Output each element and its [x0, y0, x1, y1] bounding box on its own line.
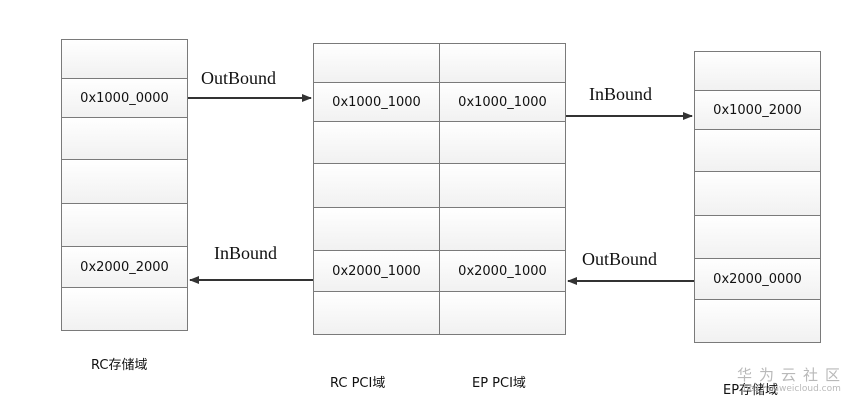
watermark: 华为云社区 bbs.huaweicloud.com [733, 366, 851, 394]
ep-pci-caption: EP PCI域 [472, 376, 526, 391]
ep-memory-caption: EP存储域 [723, 383, 779, 398]
rc-memory-caption: RC存储域 [91, 358, 148, 373]
ep-pci-column: 0x1000_1000 0x2000_1000 [439, 43, 566, 335]
rc-memory-cell-3 [61, 159, 188, 204]
ep-pci-cell-3 [439, 163, 566, 208]
label-rc-outbound: OutBound [201, 68, 277, 88]
ep-pci-cell-5: 0x2000_1000 [439, 250, 566, 292]
rc-memory-column: 0x1000_0000 0x2000_2000 [61, 39, 188, 331]
ep-memory-cell-6 [694, 299, 821, 343]
label-rc-inbound: InBound [214, 243, 277, 263]
rc-pci-cell-1: 0x1000_1000 [313, 82, 440, 122]
rc-memory-cell-0 [61, 39, 188, 79]
ep-pci-cell-1: 0x1000_1000 [439, 82, 566, 122]
ep-pci-cell-6 [439, 291, 566, 335]
rc-memory-cell-2 [61, 117, 188, 160]
ep-memory-cell-4 [694, 215, 821, 259]
ep-memory-cell-0 [694, 51, 821, 91]
watermark-url: bbs.huaweicloud.com [743, 384, 841, 394]
rc-memory-cell-6 [61, 287, 188, 331]
rc-memory-cell-1: 0x1000_0000 [61, 78, 188, 118]
ep-memory-column: 0x1000_2000 0x2000_0000 [694, 51, 821, 343]
ep-memory-cell-5: 0x2000_0000 [694, 258, 821, 300]
ep-memory-cell-3 [694, 171, 821, 216]
rc-pci-caption: RC PCI域 [330, 376, 386, 391]
ep-memory-cell-1: 0x1000_2000 [694, 90, 821, 130]
ep-pci-cell-2 [439, 121, 566, 164]
rc-pci-column: 0x1000_1000 0x2000_1000 [313, 43, 440, 335]
label-ep-inbound: InBound [589, 84, 652, 104]
rc-pci-cell-5: 0x2000_1000 [313, 250, 440, 292]
watermark-text: 华为云社区 [736, 366, 847, 384]
rc-memory-cell-5: 0x2000_2000 [61, 246, 188, 288]
ep-memory-cell-2 [694, 129, 821, 172]
label-ep-outbound: OutBound [582, 249, 658, 269]
